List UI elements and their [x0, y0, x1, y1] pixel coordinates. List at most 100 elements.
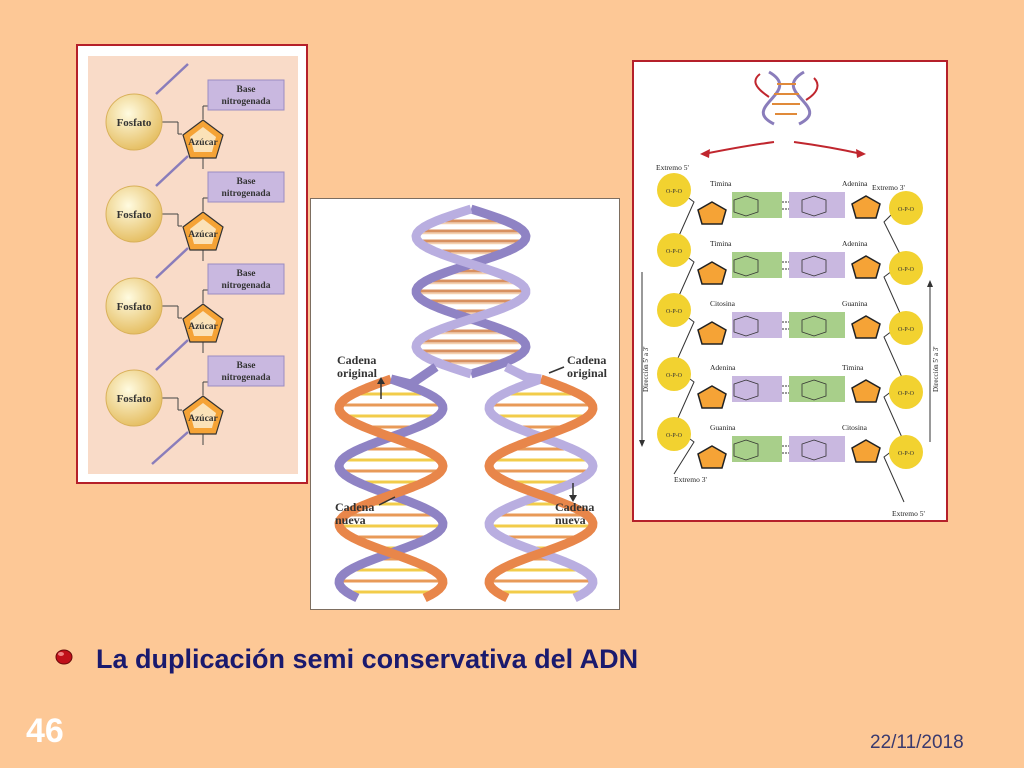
sugar-pentagon: [697, 321, 727, 345]
sugar-label: Azúcar: [188, 414, 218, 424]
left-base-label: Citosina: [710, 299, 736, 308]
right-original-strand: [484, 374, 598, 603]
sugar-pentagon: [697, 445, 727, 469]
end5-bottom-label: Extremo 5': [892, 509, 925, 518]
left-base-box: [732, 436, 782, 462]
phosphate-circle: [105, 369, 163, 427]
parent-strand-a: [411, 204, 531, 379]
direction-right-arrow: Dirección 5' a 3': [927, 280, 940, 442]
right-base-label: Guanina: [842, 299, 868, 308]
right-base-label: Citosina: [842, 423, 868, 432]
slide-date: 22/11/2018: [870, 732, 964, 753]
svg-text:O-P-O: O-P-O: [898, 327, 915, 333]
svg-text:Cadena: Cadena: [335, 500, 374, 514]
end5-top-label: Extremo 5': [656, 163, 689, 172]
base-pair-row: O-P-O O-P-O Timina Adenina: [657, 233, 923, 285]
sugar-pentagon: [697, 385, 727, 409]
phosphate-circle: [889, 251, 923, 285]
sugar-label: Azúcar: [188, 230, 218, 240]
sugar-pentagon: [851, 439, 881, 463]
base-box: [207, 355, 285, 387]
left-base-box: [732, 192, 782, 218]
phosphate-circle: [657, 293, 691, 327]
direction-left-arrow: Dirección 5' a 3': [639, 272, 650, 447]
right-base-box: [789, 252, 845, 278]
svg-text:O-P-O: O-P-O: [898, 267, 915, 273]
sugar-label: Azúcar: [188, 138, 218, 148]
base-label-line2: nitrogenada: [222, 97, 271, 107]
phosphate-circle: [889, 311, 923, 345]
label-left-original: Cadena original: [337, 353, 385, 399]
phosphate-circle: [105, 185, 163, 243]
phosphate-circle: [105, 93, 163, 151]
svg-text:O-P-O: O-P-O: [666, 249, 683, 255]
slide-number: 46: [26, 712, 64, 750]
base-label-line2: nitrogenada: [222, 281, 271, 291]
phosphate-circle: [657, 173, 691, 207]
sugar-pentagon: [697, 201, 727, 225]
mini-helix-icon: [700, 70, 866, 158]
right-base-label: Adenina: [842, 179, 868, 188]
sugar-pentagon: [851, 379, 881, 403]
svg-text:nueva: nueva: [555, 513, 586, 527]
nucleotide-chain-diagram: FosfatoAzúcarBasenitrogenadaFosfatoAzúca…: [88, 56, 298, 474]
base-label-line1: Base: [237, 177, 256, 187]
left-base-label: Adenina: [710, 363, 736, 372]
sugar-label: Azúcar: [188, 322, 218, 332]
label-left-new: Cadena nueva: [335, 496, 396, 527]
svg-text:O-P-O: O-P-O: [666, 309, 683, 315]
svg-text:Dirección 5' a 3': Dirección 5' a 3': [642, 347, 650, 392]
left-base-label: Guanina: [710, 423, 736, 432]
svg-text:O-P-O: O-P-O: [898, 207, 915, 213]
phosphate-label: Fosfato: [117, 117, 152, 129]
base-pairing-diagram: Extremo 5' Extremo 3' Extremo 3' Extremo…: [639, 70, 940, 518]
phosphate-circle: [657, 233, 691, 267]
right-base-box: [789, 192, 845, 218]
svg-text:Cadena: Cadena: [337, 353, 376, 367]
left-base-label: Timina: [710, 239, 732, 248]
sugar-pentagon: [851, 195, 881, 219]
svg-text:O-P-O: O-P-O: [666, 433, 683, 439]
left-base-box: [732, 252, 782, 278]
base-pairs-panel: Extremo 5' Extremo 3' Extremo 3' Extremo…: [632, 60, 948, 522]
base-label-line2: nitrogenada: [222, 373, 271, 383]
base-pair-row: O-P-O O-P-O Citosina Guanina: [657, 293, 923, 345]
phosphate-label: Fosfato: [117, 393, 152, 405]
svg-text:original: original: [567, 366, 608, 380]
sugar-pentagon: [851, 255, 881, 279]
svg-text:Cadena: Cadena: [567, 353, 606, 367]
phosphate-circle: [889, 375, 923, 409]
svg-text:O-P-O: O-P-O: [666, 373, 683, 379]
bullet-icon: [55, 649, 73, 665]
base-label-line2: nitrogenada: [222, 189, 271, 199]
phosphate-label: Fosfato: [117, 209, 152, 221]
left-original-strand: [334, 374, 448, 603]
phosphate-circle: [657, 357, 691, 391]
svg-text:Cadena: Cadena: [555, 500, 594, 514]
left-base-box: [732, 376, 782, 402]
svg-text:Dirección 5' a 3': Dirección 5' a 3': [932, 347, 940, 392]
sugar-pentagon: [697, 261, 727, 285]
phosphate-circle: [889, 191, 923, 225]
replication-panel: Cadena original Cadena original Cadena n…: [310, 198, 620, 610]
phosphate-circle: [889, 435, 923, 469]
fork-left: [389, 363, 439, 389]
phosphate-circle: [105, 277, 163, 335]
right-new-strand: [484, 374, 598, 603]
right-base-box: [789, 376, 845, 402]
svg-text:original: original: [337, 366, 378, 380]
right-base-label: Adenina: [842, 239, 868, 248]
left-base-label: Timina: [710, 179, 732, 188]
right-base-box: [789, 436, 845, 462]
slide-caption: La duplicación semi conservativa del ADN: [96, 644, 639, 674]
fork-right: [503, 362, 542, 384]
end3-bottom-label: Extremo 3': [674, 475, 707, 484]
phosphate-circle: [657, 417, 691, 451]
base-label-line1: Base: [237, 85, 256, 95]
base-label-line1: Base: [237, 361, 256, 371]
